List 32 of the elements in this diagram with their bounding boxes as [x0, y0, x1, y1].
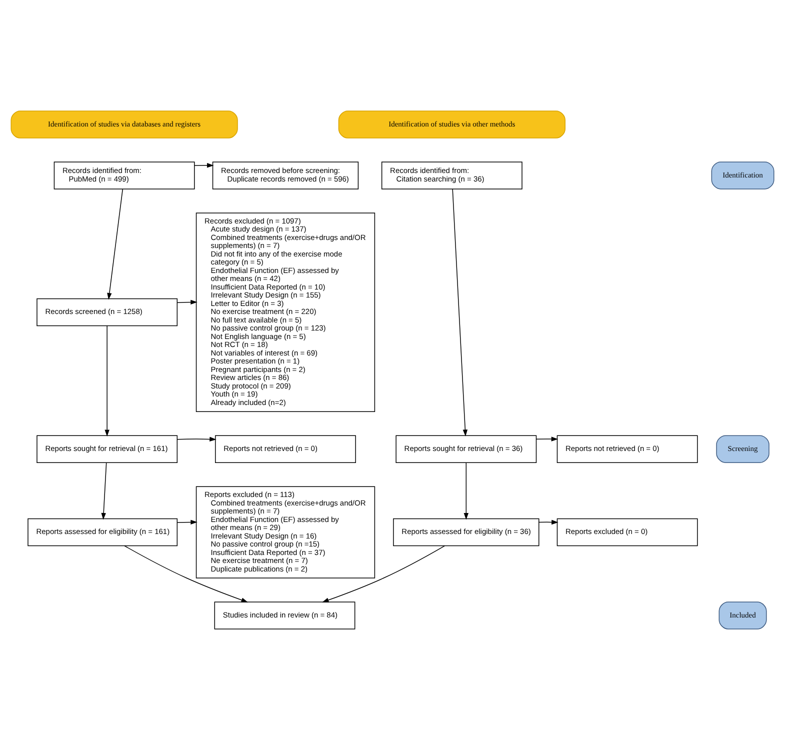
node-box: Reports not retrieved (n = 0): [556, 435, 698, 463]
node-box: Records removed before screening: Duplicate records removed (n = 596): [212, 162, 359, 190]
node-box: Records identified from: PubMed (n = 499): [54, 162, 195, 190]
node-box: Studies included in review (n = 84): [214, 602, 356, 630]
node-box: Reports sought for retrieval (n = 161): [36, 435, 178, 463]
arrow: [124, 546, 248, 602]
node-box: Records identified from: Citation searching (n = 36): [381, 162, 522, 190]
arrow: [104, 326, 110, 437]
node-box: Identification of studies via databases and registers: [10, 110, 238, 138]
arrow: [464, 462, 469, 520]
node-box: Reports sought for retrieval (n = 36): [396, 435, 537, 463]
arrow: [322, 546, 445, 602]
arrow: [452, 188, 468, 436]
node-box: Records screened (n = 1258): [36, 298, 178, 326]
node-box: Reports not retrieved (n = 0): [215, 435, 356, 463]
arrow: [176, 520, 198, 525]
node-box: Reports excluded (n = 113) Combined treatments (exercise+drugs and/OR supplements) (n = 7) Endothelial Function (EF) assessed by other means (n = 29) Irrelevant Study Design (n = 16) No passive control group (n =15) Insufficient Data Reported (n = 37) Ne exercise treatment (n = 7) Duplicate publications (n = 2): [196, 486, 376, 578]
arrow: [177, 300, 198, 305]
arrow: [536, 436, 558, 442]
node-box: Reports assessed for eligibility (n = 36): [393, 518, 540, 546]
arrow: [101, 462, 107, 520]
arrow: [538, 520, 558, 525]
arrow: [177, 436, 216, 442]
node-box: Reports excluded (n = 0): [556, 518, 698, 546]
node-box: Identification of studies via other methods: [338, 110, 566, 138]
node-box: Identification: [711, 162, 774, 190]
arrow: [107, 188, 124, 300]
node-box: Records excluded (n = 1097) Acute study design (n = 137) Combined treatments (exercise+drugs and/OR supplements) (n = 7) Did not fit into any of the exercise mode category (n = 5) Endothelial Function (EF) assessed by other means (n = 42) Insufficient Data Reported (n = 10) Irrelevant Study Design (n = 155) Letter to Editor (n = 3) No exercise treatment (n = 220) No full text available (n = 5) No passive control group (n = 123) Not English language (n = 5) Not RCT (n = 18) Not variables of interest (n = 69) Poster presentation (n = 1) Pregnant participants (n = 2) Review articles (n = 86) Study protocol (n = 209) Youth (n = 19) Already included (n=2): [196, 212, 376, 412]
node-box: Reports assessed for eligibility (n = 161): [28, 518, 178, 546]
node-box: Screening: [716, 435, 770, 463]
node-box: Included: [718, 602, 767, 630]
arrow: [194, 162, 214, 168]
